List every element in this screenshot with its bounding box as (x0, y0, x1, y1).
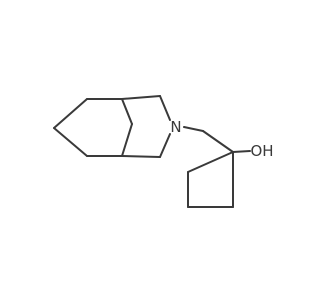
methylene-linker (183, 126, 234, 153)
structure-canvas: N OH (53, 95, 274, 208)
pyrrolidine-ring (121, 95, 171, 158)
bond (121, 98, 133, 125)
bond (121, 95, 161, 100)
bond (121, 155, 161, 158)
nitrogen-label: N (170, 118, 181, 136)
bond (232, 150, 251, 153)
cyclobutane-ring (187, 151, 234, 208)
bond (187, 151, 234, 173)
bond (159, 133, 171, 158)
bond (202, 130, 234, 153)
bond (121, 123, 133, 157)
cyclohexane-ring (53, 98, 133, 157)
bond (53, 127, 88, 157)
molecule-diagram: N OH (53, 95, 274, 208)
bond (159, 95, 171, 121)
bond (53, 98, 88, 129)
bond (183, 126, 204, 132)
hydroxyl-label: OH (250, 142, 273, 160)
